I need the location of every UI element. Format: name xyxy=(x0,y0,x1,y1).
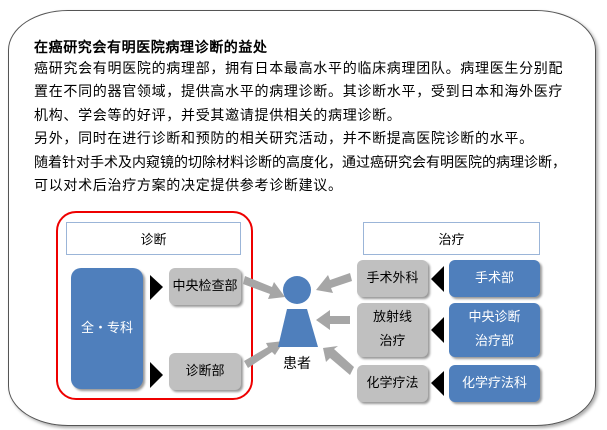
chemotherapy-dept-box: 化学疗法科 xyxy=(449,365,540,402)
pointer-triangle xyxy=(150,275,163,300)
paragraph-line: 置在不同的器官领域，提供高水平的病理诊断。其诊断水平，受到日本和海外医疗 xyxy=(34,84,564,100)
arrow-from-treatment xyxy=(323,346,354,375)
radiotherapy-box: 放射线 治疗 xyxy=(357,303,428,357)
pointer-triangle xyxy=(150,362,163,388)
central-lab-box: 中央检查部 xyxy=(169,268,241,305)
paragraph-line: 癌研究会有明医院的病理部，拥有日本最高水平的临床病理团队。病理医生分别配 xyxy=(34,61,564,77)
dept-label-line1: 中央诊断 xyxy=(468,310,521,325)
chemotherapy-box: 化学疗法 xyxy=(357,365,428,402)
paragraph-line: 可以对术后治疗方案的决定提供参考诊断建议。 xyxy=(34,178,343,194)
radiotherapy-label-line2: 治疗 xyxy=(379,334,406,349)
treatment-header: 治疗 xyxy=(363,222,540,255)
surgery-box: 手术外科 xyxy=(357,260,428,297)
diagnosis-group-border xyxy=(56,211,253,400)
paragraph-line: 另外，同时在进行诊断和预防的相关研究活动，并不断提高医院诊断的水平。 xyxy=(34,131,534,147)
page-title: 在癌研究会有明医院病理诊断的益处 xyxy=(34,40,268,56)
pointer-triangle xyxy=(431,317,444,343)
dept-label-line2: 治疗部 xyxy=(474,334,514,349)
pointer-triangle xyxy=(431,266,444,292)
content-frame xyxy=(8,10,596,426)
diagnosis-dept-box: 诊断部 xyxy=(169,353,241,390)
surgery-dept-box: 手术部 xyxy=(449,260,540,297)
patient-head-icon xyxy=(283,276,311,304)
central-diag-treatment-dept-box: 中央诊断 治疗部 xyxy=(449,303,540,357)
pointer-triangle xyxy=(431,371,444,396)
all-specialties-box: 全・专科 xyxy=(71,268,143,389)
arrow-from-treatment xyxy=(316,273,352,293)
patient-body-icon xyxy=(278,309,318,347)
arrow-to-patient xyxy=(243,276,285,299)
paragraph-line: 随着针对手术及内窥镜的切除材料诊断的高度化，通过癌研究会有明医院的病理诊断， xyxy=(34,155,566,171)
arrow-to-patient xyxy=(244,341,284,368)
diagnosis-header: 诊断 xyxy=(66,222,241,255)
arrow-from-treatment xyxy=(316,310,350,330)
paragraph-line: 机构、学会等的好评，并受其邀请提供相关的病理诊断。 xyxy=(34,108,402,124)
radiotherapy-label-line1: 放射线 xyxy=(372,310,412,325)
patient-label: 患者 xyxy=(283,356,311,372)
